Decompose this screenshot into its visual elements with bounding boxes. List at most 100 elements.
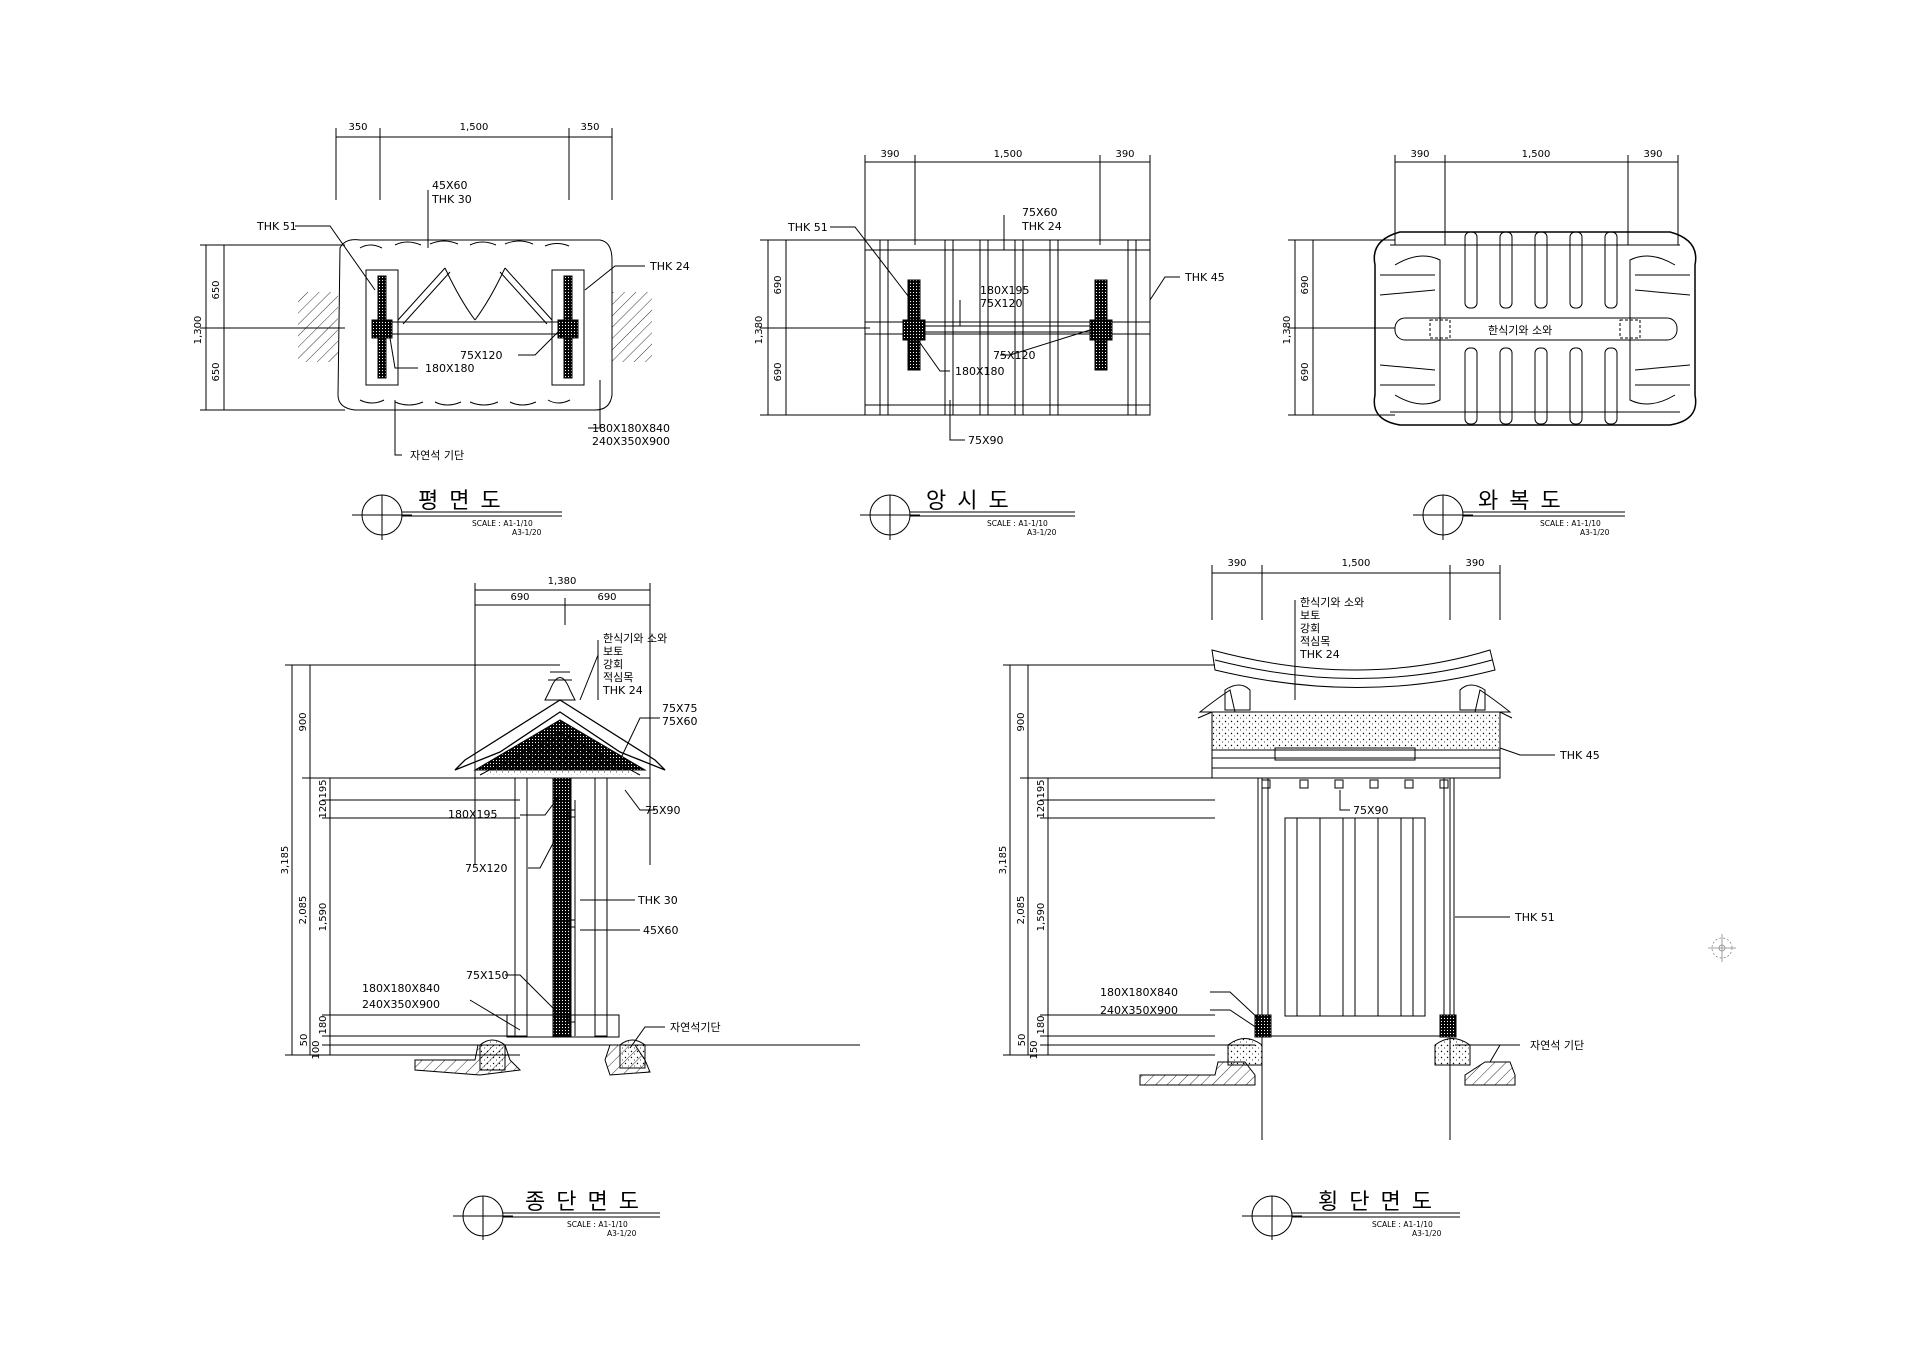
plan-dim-top-2: 1,500	[460, 122, 489, 133]
framing-dim-top-2: 1,500	[994, 149, 1023, 160]
ls-label-7: 75X60	[662, 715, 698, 728]
roof-view	[1288, 155, 1697, 426]
plan-scale-1: SCALE : A1-1/10	[472, 519, 533, 528]
roof-scale-2: A3-1/20	[1580, 528, 1610, 537]
plan-title-block	[352, 494, 562, 540]
cs-label-7: 75X90	[1353, 804, 1389, 817]
long-section-scale-1: SCALE : A1-1/10	[567, 1220, 628, 1229]
cs-label-2: 보토	[1300, 609, 1320, 622]
cs-dim-b-2: 120	[1036, 799, 1047, 818]
plan-label-1: 45X60	[432, 179, 468, 192]
ls-label-4: 적심목	[603, 671, 633, 684]
ls-label-14: 180X180X840	[362, 982, 440, 995]
plan-view	[200, 128, 652, 456]
framing-label-7: 180X180	[955, 365, 1005, 378]
framing-label-8: 75X120	[993, 349, 1036, 362]
cs-dim-top-3: 390	[1465, 558, 1484, 569]
plan-dim-top-3: 350	[580, 122, 599, 133]
roof-title-block	[1413, 494, 1625, 540]
cross-section-view	[1003, 565, 1555, 1140]
plan-label-8: 240X350X900	[592, 435, 670, 448]
framing-view	[760, 155, 1180, 441]
ls-label-13: 75X150	[466, 969, 509, 982]
framing-dim-left-2: 690	[773, 362, 784, 381]
plan-dim-total: 1,300	[193, 316, 204, 345]
cross-section-scale-2: A3-1/20	[1412, 1229, 1442, 1238]
ls-label-9: 75X90	[645, 804, 681, 817]
plan-title: 평 면 도	[418, 489, 503, 514]
ls-label-16: 자연석기단	[670, 1021, 721, 1034]
framing-scale-2: A3-1/20	[1027, 528, 1057, 537]
cs-dim-b-3: 1,590	[1036, 903, 1047, 932]
roof-texts: 390 1,500 390 690 690 1,380 한식기와 소와	[1282, 149, 1663, 382]
ls-label-6: 75X75	[662, 702, 698, 715]
framing-label-2: THK 24	[1021, 220, 1062, 233]
roof-dim-top-2: 1,500	[1522, 149, 1551, 160]
cross-section-title: 횡 단 면 도	[1318, 1190, 1434, 1215]
ls-dim-b-5: 50	[299, 1034, 310, 1047]
framing-scale-1: SCALE : A1-1/10	[987, 519, 1048, 528]
cs-dim-b-5: 50	[1017, 1034, 1028, 1047]
framing-label-6: THK 45	[1184, 271, 1225, 284]
framing-label-5: 75X120	[980, 297, 1023, 310]
long-section-texts: 1,380 690 690 3,185 900 2,085 195 120 1,…	[280, 576, 721, 1060]
cs-label-8: THK 51	[1514, 911, 1555, 924]
long-section-title-block	[453, 1195, 660, 1240]
plan-scale-2: A3-1/20	[512, 528, 542, 537]
ls-dim-b-2: 120	[318, 799, 329, 818]
ls-label-8: 180X195	[448, 808, 498, 821]
roof-dim-top-1: 390	[1410, 149, 1429, 160]
ls-label-15: 240X350X900	[362, 998, 440, 1011]
ls-label-11: THK 30	[637, 894, 678, 907]
cs-label-5: THK 24	[1299, 648, 1340, 661]
framing-dim-total: 1,380	[754, 316, 765, 345]
plan-texts: 350 1,500 350 650 650 1,300 45X60 THK 30…	[193, 122, 690, 462]
ls-dim-total: 3,185	[280, 846, 291, 875]
cs-label-9: 180X180X840	[1100, 986, 1178, 999]
ls-dim-top-1: 690	[510, 592, 529, 603]
framing-label-3: THK 51	[787, 221, 828, 234]
plan-label-4: THK 24	[649, 260, 690, 273]
cross-section-texts: 390 1,500 390 3,185 900 2,085 195 120 1,…	[998, 558, 1600, 1060]
ls-dim-b-3: 1,590	[318, 903, 329, 932]
framing-texts: 390 1,500 390 690 690 1,380 75X60 THK 24…	[754, 149, 1225, 447]
ls-label-3: 강회	[603, 658, 623, 671]
plan-dim-top-1: 350	[348, 122, 367, 133]
framing-title: 앙 시 도	[926, 489, 1011, 514]
framing-dim-left-1: 690	[773, 275, 784, 294]
plan-dim-left-2: 650	[211, 362, 222, 381]
cs-dim-b-6: 150	[1029, 1040, 1040, 1059]
ls-dim-b-4: 180	[318, 1015, 329, 1034]
cs-dim-total: 3,185	[998, 846, 1009, 875]
framing-dim-top-1: 390	[880, 149, 899, 160]
cs-label-4: 적심목	[1300, 635, 1330, 648]
cross-section-title-block	[1242, 1195, 1460, 1240]
ls-dim-top-2: 690	[597, 592, 616, 603]
plan-label-2: THK 30	[431, 193, 472, 206]
framing-dim-top-3: 390	[1115, 149, 1134, 160]
cs-label-1: 한식기와 소와	[1300, 596, 1364, 609]
plan-label-6: 180X180	[425, 362, 475, 375]
ls-dim-b-1: 195	[318, 779, 329, 798]
plan-label-9: 자연석 기단	[410, 449, 464, 462]
cs-dim-b-4: 180	[1036, 1015, 1047, 1034]
ls-label-5: THK 24	[602, 684, 643, 697]
long-section-title: 종 단 면 도	[525, 1190, 641, 1215]
roof-dim-total: 1,380	[1282, 316, 1293, 345]
plan-label-3: THK 51	[256, 220, 297, 233]
ls-dim-b-6: 100	[311, 1040, 322, 1059]
roof-label-1: 한식기와 소와	[1488, 324, 1552, 337]
ls-dim-a-1: 900	[298, 712, 309, 731]
cs-dim-top-2: 1,500	[1342, 558, 1371, 569]
roof-dim-left-1: 690	[1300, 275, 1311, 294]
plan-dim-left-1: 650	[211, 280, 222, 299]
ls-label-12: 45X60	[643, 924, 679, 937]
long-section-view	[285, 583, 860, 1076]
cs-dim-a-1: 900	[1016, 712, 1027, 731]
crosshair-icon	[1708, 934, 1736, 962]
cs-dim-a-2: 2,085	[1016, 896, 1027, 925]
cs-label-10: 240X350X900	[1100, 1004, 1178, 1017]
plan-label-5: 75X120	[460, 349, 503, 362]
cs-label-6: THK 45	[1559, 749, 1600, 762]
